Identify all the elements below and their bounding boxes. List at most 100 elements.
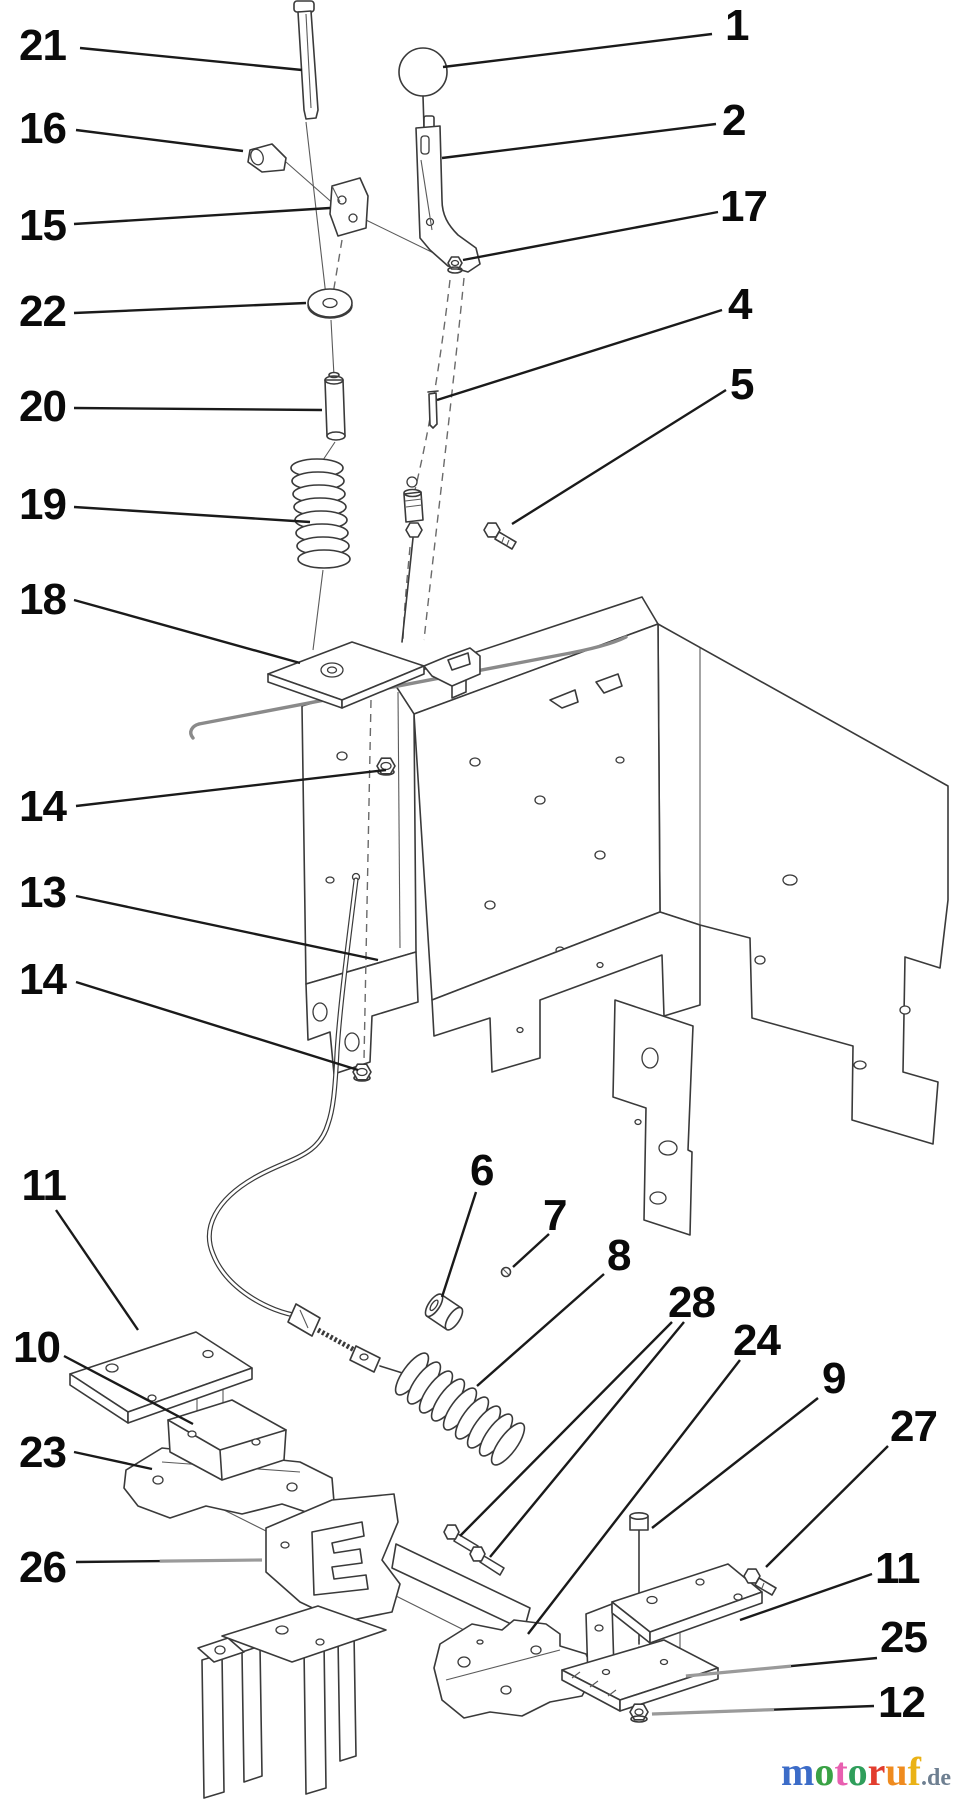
logo-letter: o — [814, 1749, 835, 1794]
callout-label-15: 15 — [19, 201, 66, 250]
leader-line-gray-12 — [651, 1708, 775, 1716]
brake-rod-drawing — [189, 635, 628, 740]
logo-letter: o — [847, 1749, 868, 1794]
cable-13-drawing — [206, 872, 413, 1377]
callout-label-11: 11 — [875, 1544, 920, 1593]
nut-14b-drawing — [352, 1063, 372, 1082]
callout-label-13: 13 — [19, 868, 66, 917]
nut-12-drawing — [629, 1703, 649, 1723]
plate-11a-drawing — [69, 1331, 253, 1424]
callout-label-4: 4 — [728, 280, 753, 329]
logo-letter: t — [834, 1749, 848, 1794]
plate-11b-drawing — [611, 1563, 763, 1668]
nut-14a-drawing — [376, 757, 396, 776]
callout-label-11: 11 — [21, 1161, 66, 1210]
leader-line-27 — [765, 1445, 889, 1568]
bracket-24-drawing — [433, 1619, 595, 1719]
channel-bracket-drawing — [197, 1605, 387, 1799]
callout-label-19: 19 — [19, 480, 66, 529]
callout-label-6: 6 — [470, 1146, 493, 1195]
bolt-27-drawing — [743, 1568, 777, 1596]
bracket-26-drawing — [265, 1493, 531, 1631]
callout-label-10: 10 — [13, 1323, 60, 1372]
callout-label-24: 24 — [733, 1316, 781, 1365]
logo-letter: f — [907, 1749, 921, 1794]
brake-lever-2-drawing — [415, 115, 481, 273]
washer-22-drawing — [307, 288, 353, 319]
callout-label-9: 9 — [822, 1354, 845, 1403]
leader-line-10 — [63, 1354, 194, 1426]
leader-line-8 — [476, 1273, 605, 1387]
callout-label-5: 5 — [730, 360, 754, 409]
leader-line-15 — [73, 206, 331, 226]
knob-1-drawing — [398, 47, 448, 129]
motoruf-watermark-logo: motoruf.de — [781, 1752, 951, 1792]
callout-label-23: 23 — [19, 1428, 66, 1477]
leader-line-11 — [739, 1572, 873, 1622]
bushing-6-drawing — [424, 1293, 464, 1331]
leader-line-17 — [462, 210, 719, 262]
callout-label-20: 20 — [19, 382, 66, 431]
callout-label-17: 17 — [720, 182, 767, 231]
bracket-15-drawing — [329, 177, 369, 237]
leader-line-22 — [73, 301, 307, 315]
leader-line-28 — [489, 1321, 685, 1558]
callout-label-2: 2 — [722, 96, 745, 145]
callout-label-12: 12 — [878, 1678, 925, 1727]
frame-weldment-drawing — [301, 596, 949, 1236]
logo-letter: u — [885, 1749, 908, 1794]
bolts-28-drawing — [443, 1524, 505, 1576]
callout-label-26: 26 — [19, 1543, 66, 1592]
spacer-20-drawing — [324, 371, 346, 441]
screw-7-drawing — [500, 1266, 512, 1278]
callout-label-27: 27 — [890, 1402, 937, 1451]
logo-letter: r — [867, 1749, 886, 1794]
callout-label-21: 21 — [19, 21, 66, 70]
callout-label-14: 14 — [19, 955, 67, 1004]
leader-line-gray-26 — [159, 1558, 263, 1563]
callout-layer: 2116152220191814131411102326121745678282… — [13, 1, 938, 1727]
bolt-5-drawing — [483, 522, 517, 550]
base-plate-25-drawing — [561, 1639, 719, 1712]
pull-rod-21-drawing — [293, 0, 319, 120]
callout-label-7: 7 — [543, 1191, 566, 1240]
bracket-10-drawing — [167, 1383, 287, 1481]
spring-8-drawing — [394, 1352, 526, 1466]
callout-label-25: 25 — [880, 1613, 927, 1662]
spring-19-drawing — [290, 458, 351, 569]
leader-line-4 — [436, 308, 723, 402]
cable-anchor-drawing — [401, 476, 424, 643]
leader-line-5 — [511, 388, 727, 526]
callout-label-14: 14 — [19, 782, 67, 831]
leader-line-13 — [75, 894, 379, 962]
plate-18-drawing — [267, 641, 481, 709]
leader-line-21 — [79, 46, 303, 72]
callout-label-18: 18 — [19, 575, 66, 624]
leader-line-6 — [440, 1191, 478, 1298]
pin-4-drawing — [427, 390, 439, 429]
leader-line-7 — [512, 1233, 550, 1268]
leader-line-16 — [75, 128, 244, 153]
leader-line-1 — [442, 32, 713, 69]
leader-line-18 — [73, 598, 301, 665]
leader-line-14 — [75, 980, 359, 1072]
leader-line-23 — [73, 1450, 153, 1471]
callout-label-22: 22 — [19, 287, 66, 336]
bolt-9-head-drawing — [629, 1512, 649, 1531]
callout-label-1: 1 — [725, 1, 749, 50]
leader-line-19 — [73, 505, 311, 524]
pivot-nut-17-drawing — [447, 256, 463, 274]
leader-line-28 — [459, 1321, 673, 1537]
leader-line-11 — [55, 1209, 139, 1331]
callout-label-8: 8 — [607, 1231, 631, 1280]
callout-label-28: 28 — [668, 1278, 715, 1327]
callout-label-16: 16 — [19, 104, 66, 153]
ferrule-16-drawing — [247, 143, 287, 173]
logo-letter: m — [781, 1749, 815, 1794]
leader-line-24 — [527, 1359, 741, 1635]
logo-suffix: .de — [921, 1765, 951, 1791]
leader-line-9 — [651, 1397, 819, 1529]
leader-line-14 — [75, 768, 387, 808]
